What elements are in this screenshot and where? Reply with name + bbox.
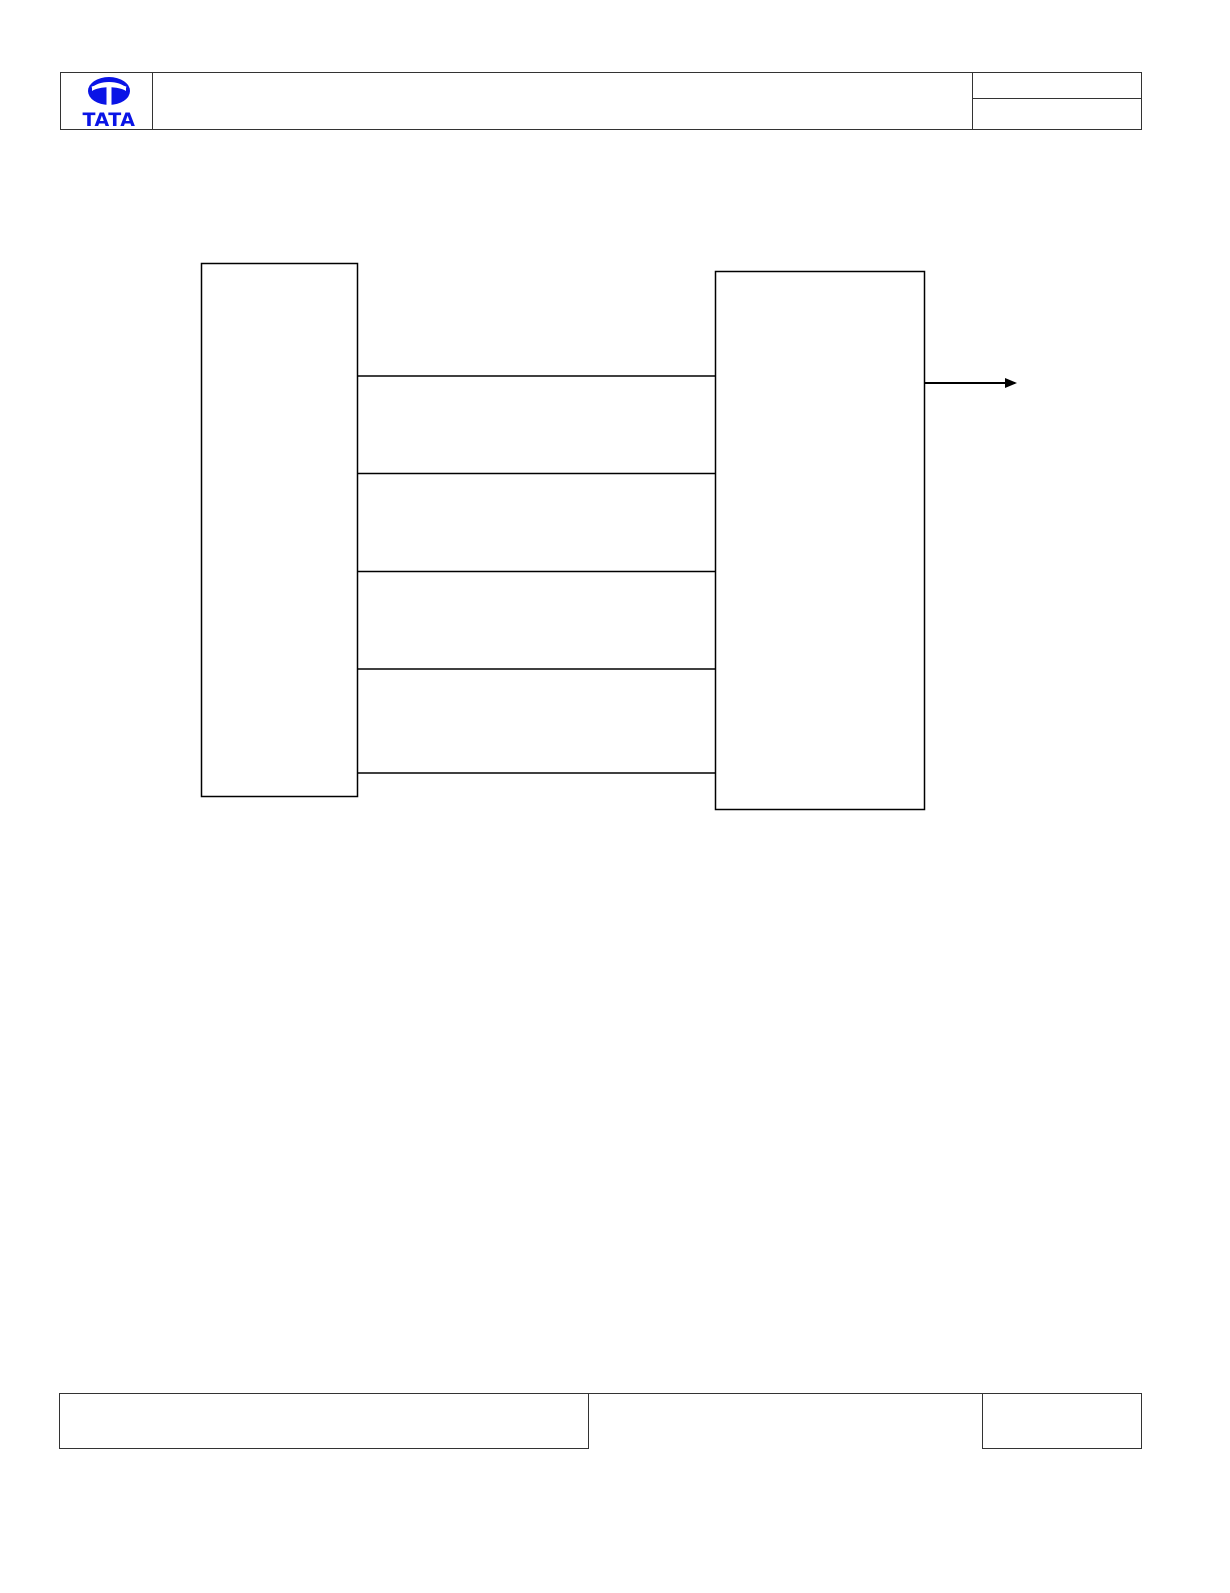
tata-logo: TATA [83,77,136,131]
footer-approved-cell [589,1393,983,1449]
logo-cell: TATA [61,73,153,131]
document-title-cell [153,73,973,129]
document-header: TATA [60,72,1142,131]
document-number-cell [973,73,1141,99]
footer-prepared-cell [59,1393,589,1449]
logo-wordmark: TATA [83,109,136,129]
right-block [714,270,926,811]
left-block [200,262,359,798]
footer-page-cell [982,1393,1142,1449]
tata-emblem-icon [88,77,130,105]
